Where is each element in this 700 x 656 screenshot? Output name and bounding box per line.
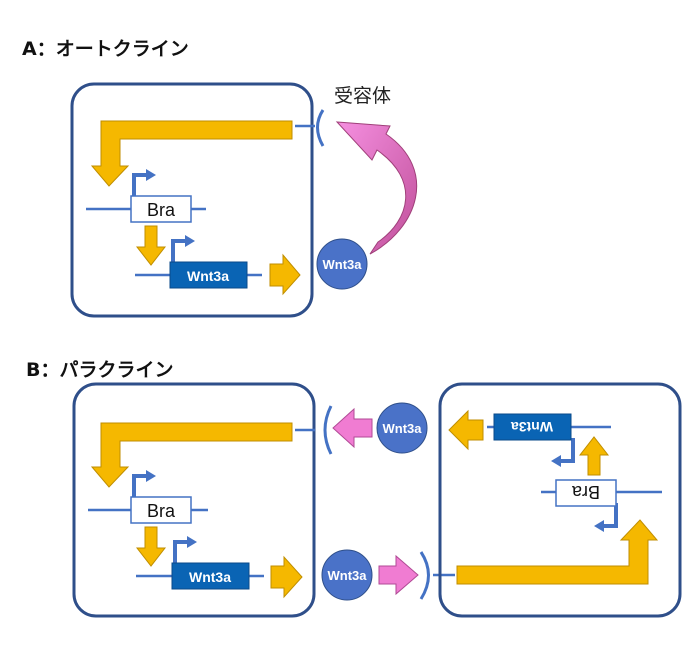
wnt3a-promoter-arrowhead-b-right (551, 455, 561, 467)
panel-b: Bra Wnt3a Wnt3a Bra Wnt3a (72, 382, 682, 618)
bra-promoter-a (132, 173, 148, 198)
wnt3a-protein-label-a: Wnt3a (323, 257, 363, 272)
autocrine-pink-arrow (335, 121, 418, 255)
bra-promoter-arrowhead-b-right (594, 520, 604, 532)
wnt3a-box-b-left (171, 562, 250, 590)
wnt3a-gene-label-a: Wnt3a (187, 268, 229, 284)
bra-box-a (130, 195, 192, 223)
bra-label-b-left: Bra (147, 501, 176, 521)
secretion-arrow-b-right (448, 409, 484, 451)
panel-a: 受容体 Bra Wnt3a Wnt3a (70, 82, 418, 318)
receptor-b-bottom (419, 551, 430, 600)
secretion-arrow-a (269, 253, 301, 296)
wnt3a-protein-b-bottom (321, 549, 373, 601)
cell-b-left (72, 382, 316, 618)
wnt3a-gene-label-b-right: Wnt3a (511, 419, 553, 435)
receptor-a (316, 109, 325, 147)
bra-promoter-arrowhead-a (146, 169, 156, 181)
bra-promoter-b-right (602, 503, 618, 528)
cell-a (70, 82, 314, 318)
receptor-label: 受容体 (334, 85, 391, 107)
bra-box-b-right (555, 479, 617, 507)
bra-to-wnt3a-arrow-a (135, 225, 167, 266)
panel-a-title: A：オートクライン (22, 38, 189, 60)
bra-box-b-left (130, 496, 192, 524)
pink-arrow-b-top (332, 407, 373, 449)
wnt3a-promoter-arrowhead-a (185, 235, 195, 247)
signal-arrow-b-left (90, 422, 293, 488)
bra-promoter-b-left (132, 474, 148, 499)
wnt3a-box-b-right (493, 413, 572, 441)
bra-label-b-right: Bra (571, 482, 600, 502)
signal-arrow-a (90, 120, 293, 187)
wnt3a-gene-label-b-left: Wnt3a (189, 569, 231, 585)
signal-arrow-b-right (456, 519, 659, 585)
cell-b-right (438, 382, 682, 618)
bra-to-wnt3a-arrow-b-left (135, 526, 167, 567)
wnt3a-box-a (169, 261, 248, 289)
bra-label-a: Bra (147, 200, 176, 220)
wnt3a-promoter-a (171, 239, 187, 263)
wnt3a-protein-b-top (376, 402, 428, 454)
receptor-b-top (323, 405, 333, 455)
wnt3a-protein-label-b-top: Wnt3a (383, 421, 423, 436)
wnt3a-promoter-b-right (559, 438, 575, 463)
secretion-arrow-b-left (270, 555, 303, 599)
bra-promoter-arrowhead-b-left (146, 470, 156, 482)
panel-b-title: B：パラクライン (26, 359, 174, 381)
wnt3a-promoter-arrowhead-b-left (187, 536, 197, 548)
wnt3a-protein-a (316, 238, 368, 290)
pink-arrow-b-bottom (378, 554, 419, 596)
wnt3a-protein-label-b-bottom: Wnt3a (328, 568, 368, 583)
bra-to-wnt3a-arrow-b-right (578, 436, 610, 476)
wnt3a-promoter-b-left (173, 540, 189, 564)
